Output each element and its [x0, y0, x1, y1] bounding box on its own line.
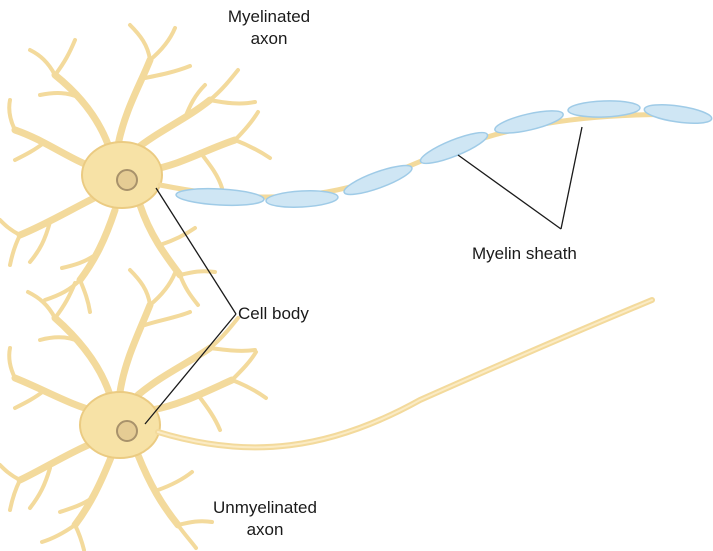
myelin-sheath-leader-left [458, 155, 561, 229]
myelinated-axon-label-line2: axon [214, 28, 324, 50]
cell-body-leader-top [156, 188, 236, 314]
leader-lines [145, 127, 582, 424]
myelinated-neuron [0, 25, 713, 312]
cell-body-label: Cell body [238, 303, 309, 325]
myelin-sheath-leader-right [561, 127, 582, 229]
unmyelinated-axon-label-line2: axon [200, 519, 330, 541]
myelinated-axon-label-line1: Myelinated [214, 6, 324, 28]
unmyelinated-axon-label-line1: Unmyelinated [200, 497, 330, 519]
cell-body-leader-bottom [145, 314, 236, 424]
unmyelinated-axon-label: Unmyelinated axon [200, 497, 330, 541]
top-nucleus [117, 170, 137, 190]
bottom-nucleus [117, 421, 137, 441]
myelinated-axon-label: Myelinated axon [214, 6, 324, 50]
myelin-sheath-label: Myelin sheath [472, 243, 577, 265]
